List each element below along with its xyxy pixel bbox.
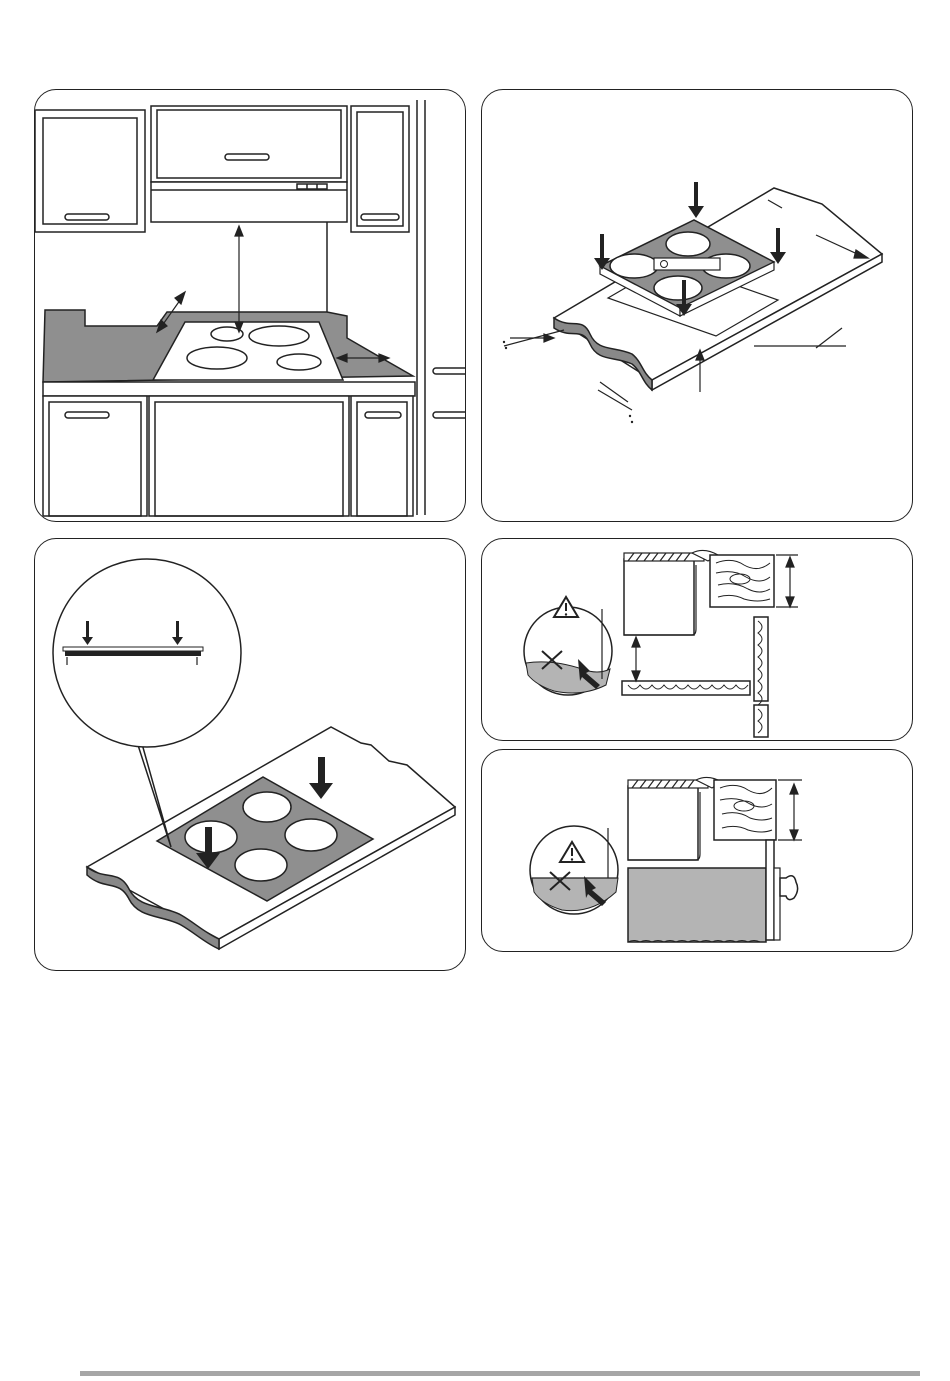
oven-knob xyxy=(780,876,798,900)
shelf-wood xyxy=(622,681,750,695)
hob xyxy=(153,322,343,380)
upper-cabinet-center xyxy=(151,106,347,182)
worktop-wood xyxy=(710,555,774,607)
panel-wood-clearance xyxy=(481,538,913,741)
footer-rule xyxy=(80,1371,920,1376)
oven-cabinet xyxy=(149,396,349,516)
kitchen-overview-illustration xyxy=(35,90,466,522)
hob-zone xyxy=(235,849,287,881)
panel-kitchen-overview xyxy=(34,89,466,522)
oven-below-illustration xyxy=(482,750,913,952)
power-icon xyxy=(661,261,668,268)
hob-body xyxy=(628,786,698,860)
upper-cabinet-right xyxy=(351,106,409,232)
panel-oven-below xyxy=(481,749,913,952)
hob-glass-hatched xyxy=(628,780,708,788)
hob-seal-illustration xyxy=(35,539,466,971)
hob-zone xyxy=(243,792,291,822)
hob-body xyxy=(624,559,694,635)
hob-zone xyxy=(666,232,710,256)
hob-cutout-illustration xyxy=(482,90,913,522)
panel-hob-cutout xyxy=(481,89,913,522)
panel-hob-seal-detail xyxy=(34,538,466,971)
hob-zone xyxy=(654,276,702,300)
oven-door xyxy=(774,868,780,940)
worktop-wood xyxy=(714,780,776,840)
oven xyxy=(628,868,766,942)
hob-glass-hatched xyxy=(624,553,704,561)
hob-zone xyxy=(285,819,337,851)
seal-detail-plate xyxy=(65,651,201,656)
wood-clearance-illustration xyxy=(482,539,913,741)
down-arrow-icon xyxy=(688,182,704,218)
hob-zone xyxy=(610,254,658,278)
